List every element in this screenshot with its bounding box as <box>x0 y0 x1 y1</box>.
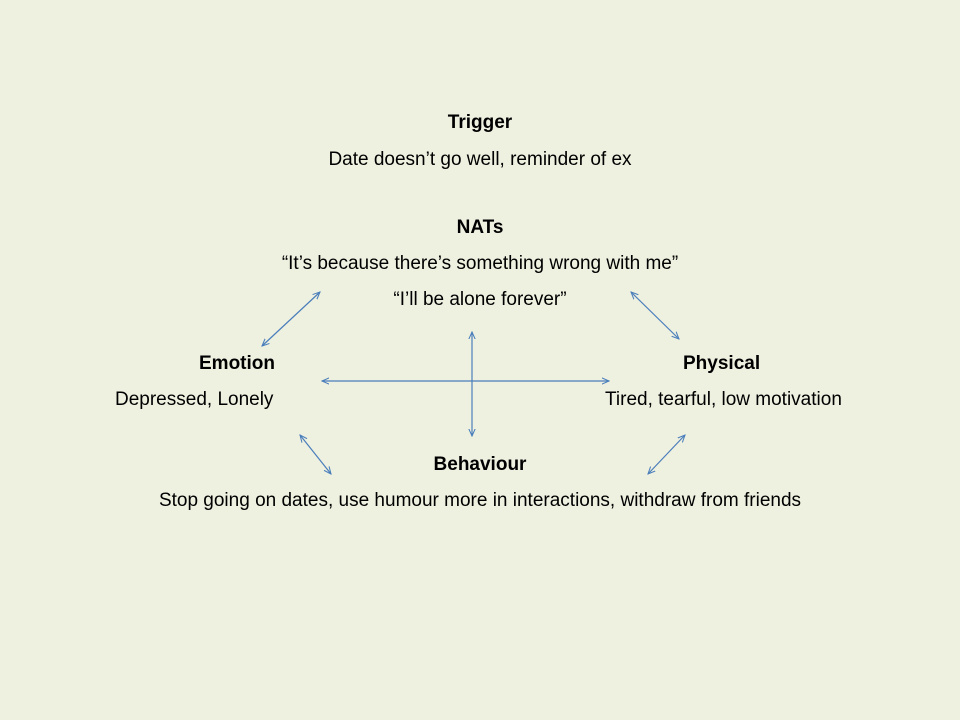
physical-heading: Physical <box>683 353 761 374</box>
trigger-text: Date doesn’t go well, reminder of ex <box>328 149 632 170</box>
nats-thought-1: “It’s because there’s something wrong wi… <box>281 253 679 274</box>
nats-heading: NATs <box>456 217 504 238</box>
emotion-heading: Emotion <box>199 353 275 374</box>
arrow-nats-emotion <box>262 292 320 346</box>
physical-text: Tired, tearful, low motivation <box>605 389 842 410</box>
behaviour-text: Stop going on dates, use humour more in … <box>158 490 802 511</box>
arrow-physical-behaviour <box>648 435 685 474</box>
emotion-text: Depressed, Lonely <box>115 389 274 410</box>
trigger-heading: Trigger <box>447 112 513 133</box>
arrow-nats-physical <box>631 292 679 339</box>
nats-thought-2: “I’ll be alone forever” <box>393 289 567 310</box>
arrow-emotion-behaviour <box>300 435 331 474</box>
behaviour-heading: Behaviour <box>433 454 527 475</box>
